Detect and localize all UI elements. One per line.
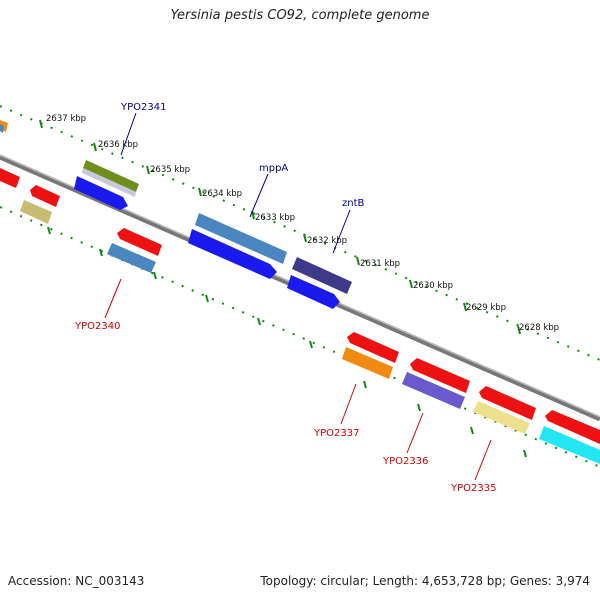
feature-zntb-blue[interactable]: [287, 275, 340, 309]
ruler-label-2631: 2631 kbp: [360, 259, 400, 269]
feature-red-f[interactable]: [545, 410, 600, 444]
gene-label-mppa: mppA: [259, 163, 288, 174]
outer-major-ticks: [39, 119, 521, 335]
gene-label-ypo2336: YPO2336: [382, 456, 428, 467]
feature-cyan[interactable]: [539, 426, 600, 464]
forward-label-leaders: [120, 112, 351, 254]
inner-tick-track: [0, 206, 600, 468]
ruler-label-2634: 2634 kbp: [202, 189, 242, 199]
ruler-label-2633: 2633 kbp: [255, 213, 295, 223]
feature-ypo2335-pale[interactable]: [473, 401, 530, 434]
feature-ypo2341-blue[interactable]: [74, 176, 128, 210]
gene-label-zntb: zntB: [342, 198, 365, 209]
feature-ypo2341-olive[interactable]: [83, 160, 139, 192]
genome-summary-text: Topology: circular; Length: 4,653,728 bp…: [260, 574, 590, 588]
feature-khaki[interactable]: [20, 200, 52, 224]
feature-zntb-navy[interactable]: [292, 257, 352, 294]
feature-mppa-blue[interactable]: [188, 229, 277, 279]
feature-left-steel[interactable]: [0, 124, 4, 133]
feature-red-b[interactable]: [117, 228, 162, 256]
ruler-label-2636: 2636 kbp: [98, 140, 138, 150]
feature-mppa-steel[interactable]: [195, 213, 287, 264]
ruler-label-2628: 2628 kbp: [519, 323, 559, 333]
gene-label-ypo2340: YPO2340: [74, 321, 120, 332]
feature-ypo2337-orange[interactable]: [342, 347, 393, 379]
gene-label-ypo2337: YPO2337: [313, 428, 359, 439]
inner-major-ticks: [47, 226, 527, 458]
ruler-label-2632: 2632 kbp: [307, 236, 347, 246]
reverse-label-leaders: [104, 278, 492, 481]
feature-red-d[interactable]: [410, 358, 470, 393]
ruler-label-2635: 2635 kbp: [150, 165, 190, 175]
accession-text: Accession: NC_003143: [8, 574, 145, 588]
page-title: Yersinia pestis CO92, complete genome: [170, 8, 430, 23]
gene-label-ypo2335: YPO2335: [450, 483, 496, 494]
feature-red-e[interactable]: [479, 386, 536, 420]
feature-left-red[interactable]: [0, 168, 20, 188]
feature-ypo2340-steel[interactable]: [107, 243, 156, 273]
feature-red-c[interactable]: [347, 332, 399, 363]
feature-ypo2336-slate[interactable]: [402, 372, 465, 409]
feature-red-a[interactable]: [30, 185, 60, 207]
forward-features: [0, 120, 352, 309]
ruler-label-2637: 2637 kbp: [46, 114, 86, 124]
feature-ypo2341-silver[interactable]: [82, 168, 136, 197]
ruler-label-2630: 2630 kbp: [413, 281, 453, 291]
ruler-label-2629: 2629 kbp: [466, 303, 506, 313]
gene-label-ypo2341: YPO2341: [120, 102, 166, 113]
reverse-features: [0, 168, 600, 464]
